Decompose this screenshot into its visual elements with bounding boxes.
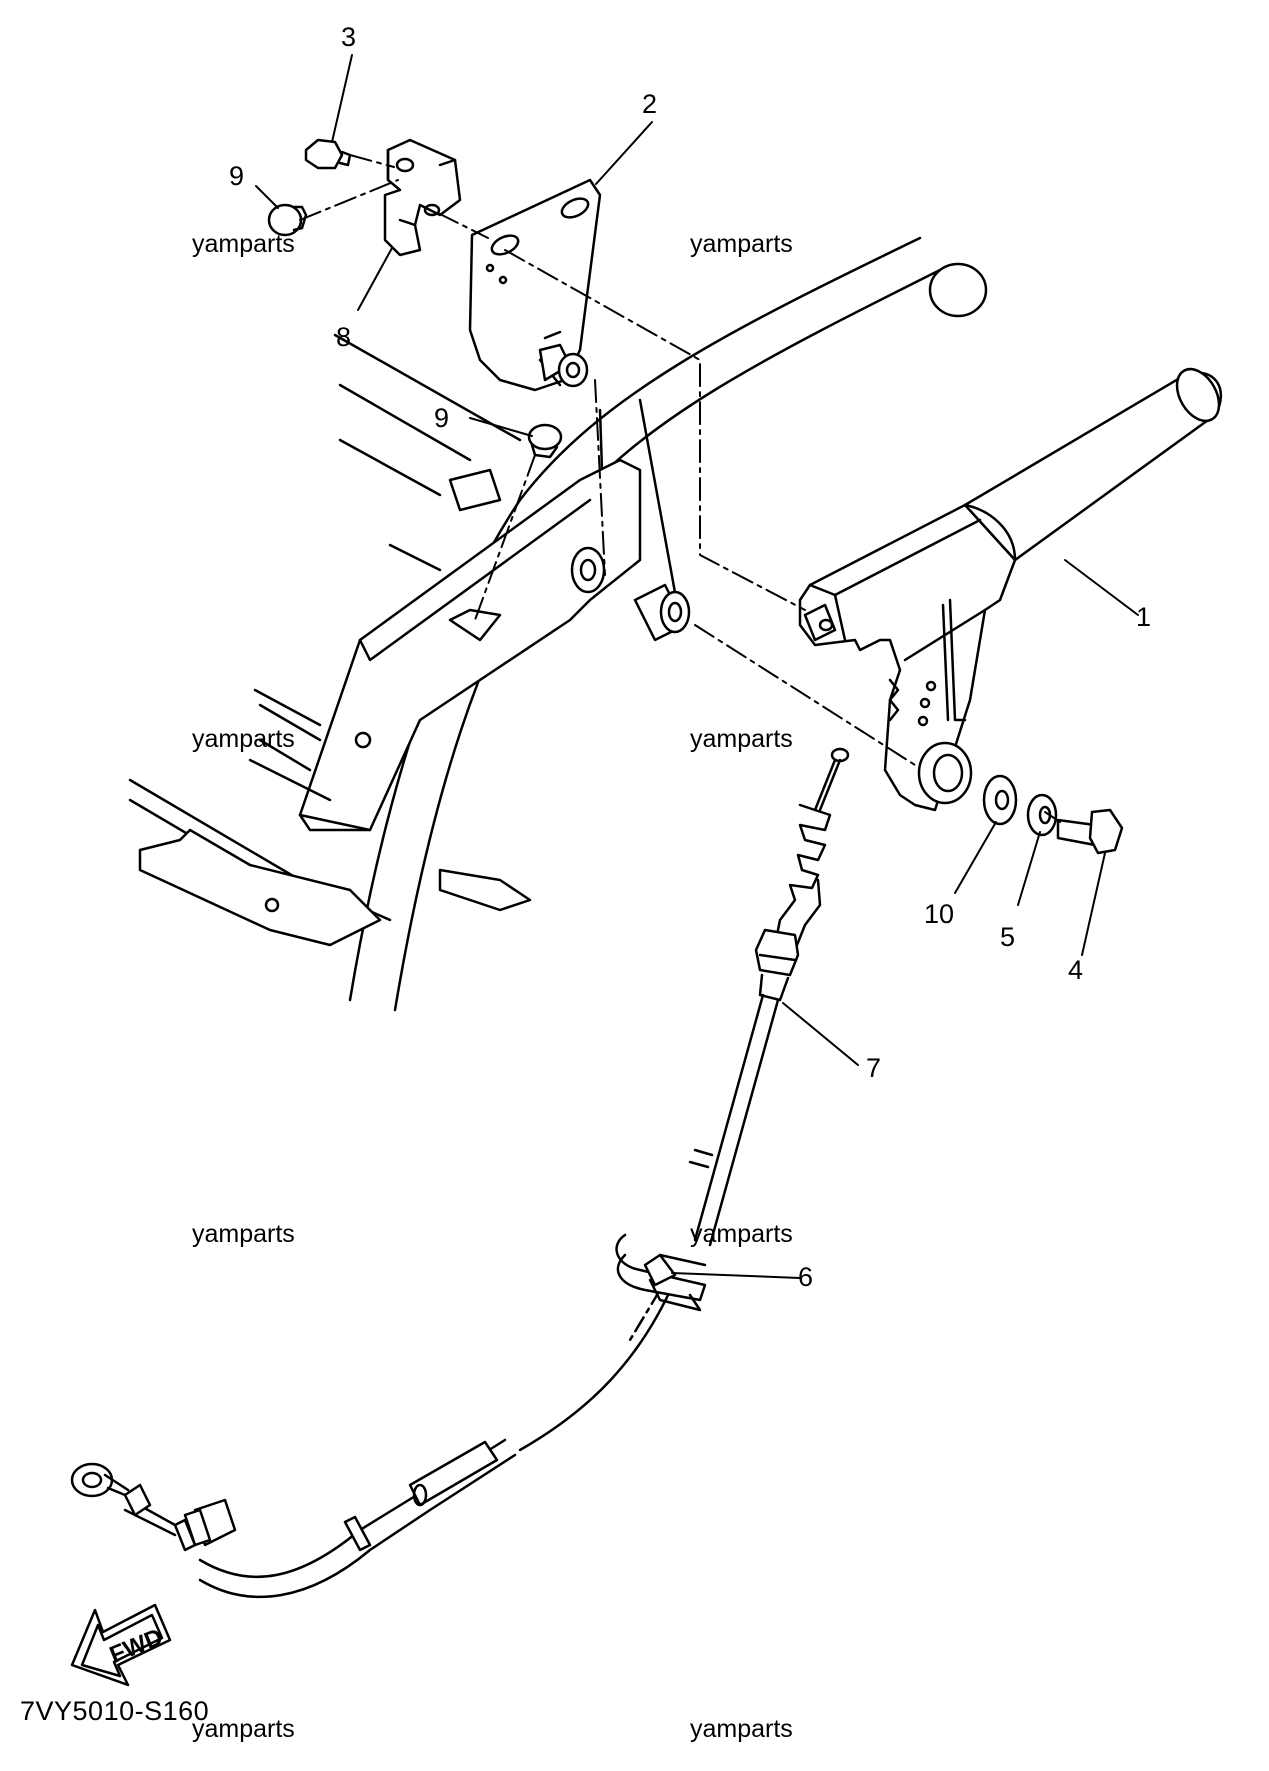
fwd-arrow-icon: FWD bbox=[70, 1603, 172, 1687]
callout-1: 1 bbox=[1136, 602, 1152, 632]
callout-9-mid: 9 bbox=[434, 403, 450, 433]
vehicle-frame bbox=[128, 236, 988, 1012]
part-5-washer bbox=[1026, 793, 1058, 837]
part-8-damper-block bbox=[383, 138, 462, 257]
callout-7: 7 bbox=[866, 1053, 882, 1083]
callout-4: 4 bbox=[1068, 955, 1084, 985]
part-1-lever bbox=[798, 367, 1223, 812]
callout-8: 8 bbox=[336, 322, 352, 352]
watermark: yamparts bbox=[690, 1715, 793, 1743]
callout-5: 5 bbox=[1000, 922, 1016, 952]
leader-lines bbox=[255, 54, 1139, 1279]
watermark: yamparts bbox=[192, 1715, 295, 1743]
callout-10: 10 bbox=[924, 899, 955, 929]
part-2-bracket bbox=[468, 178, 602, 392]
watermark: yamparts bbox=[690, 230, 793, 258]
watermark: yamparts bbox=[690, 725, 793, 753]
watermark: yamparts bbox=[192, 230, 295, 258]
part-7-cable bbox=[70, 747, 850, 1599]
part-10-washer bbox=[982, 774, 1018, 826]
watermark: yamparts bbox=[192, 725, 295, 753]
part-6-clip bbox=[615, 1233, 707, 1312]
callout-2: 2 bbox=[642, 89, 658, 119]
part-4-bolt bbox=[1056, 808, 1124, 855]
diagram-code: 7VY5010-S160 bbox=[20, 1696, 210, 1726]
assembly-lines bbox=[299, 154, 1061, 823]
callout-9-top: 9 bbox=[229, 161, 245, 191]
pivot-pin bbox=[633, 583, 691, 642]
part-9-caps bbox=[267, 203, 563, 459]
callout-3: 3 bbox=[341, 22, 357, 52]
watermark: yamparts bbox=[192, 1220, 295, 1248]
watermark: yamparts bbox=[690, 1220, 793, 1248]
callout-6: 6 bbox=[798, 1262, 814, 1292]
part-3-bolt bbox=[304, 138, 352, 170]
